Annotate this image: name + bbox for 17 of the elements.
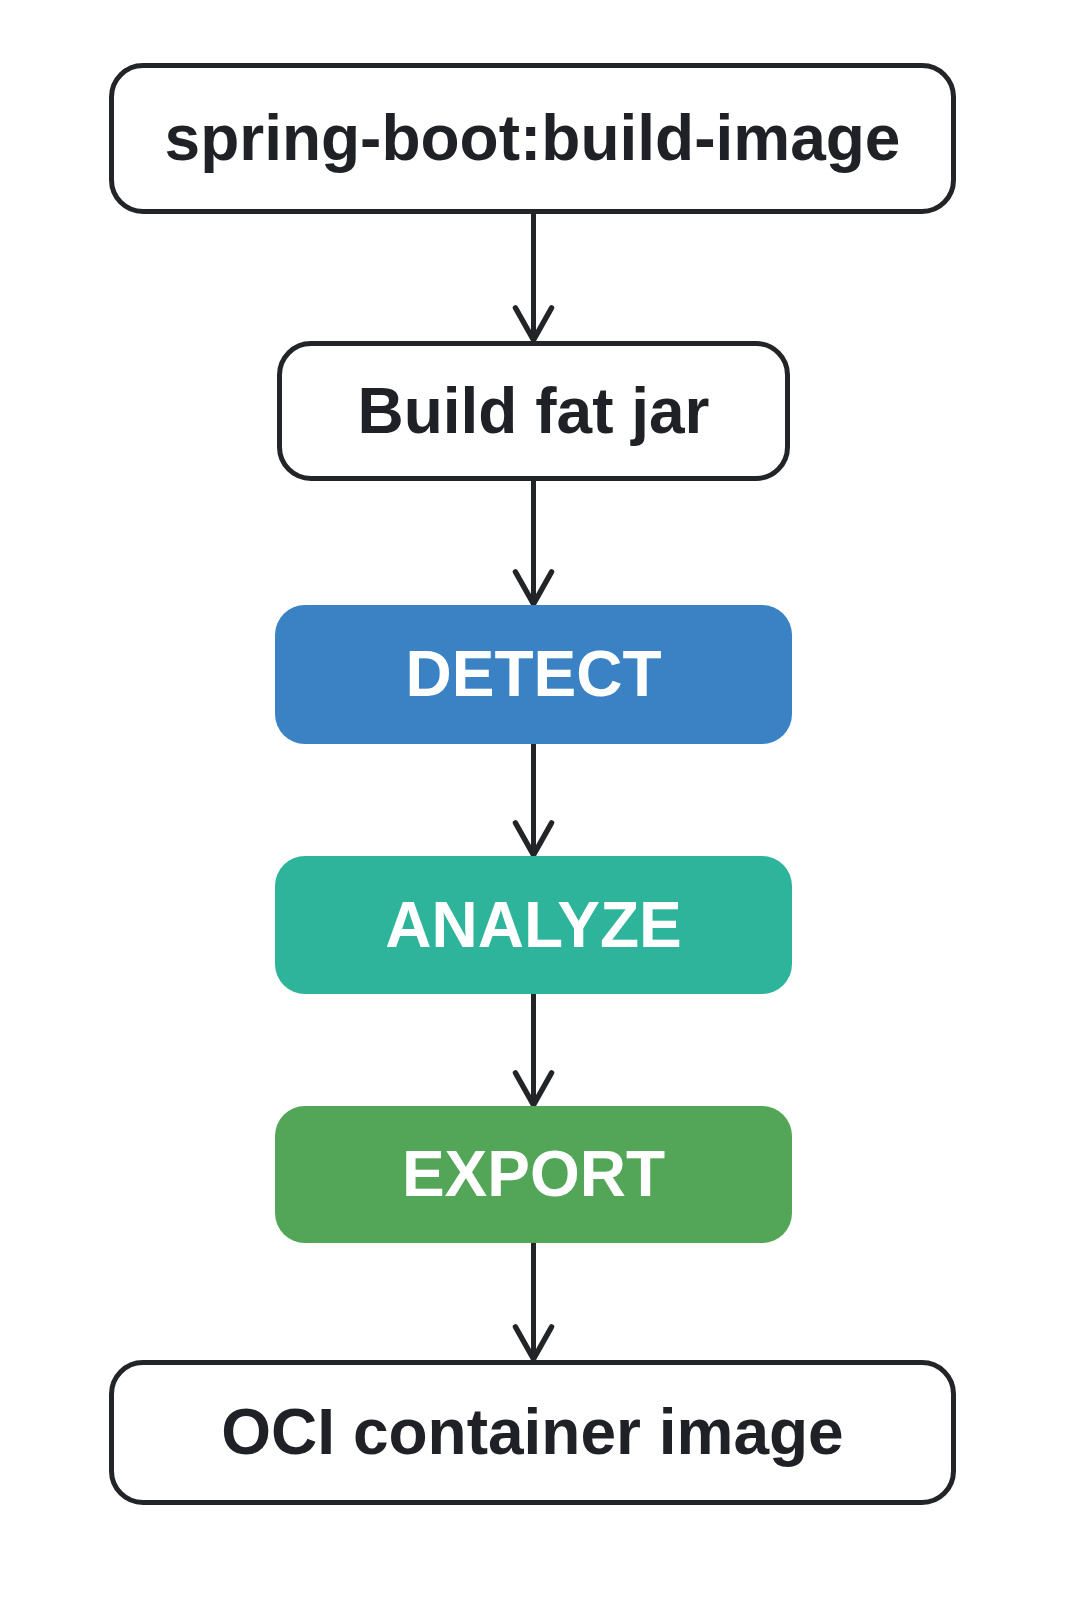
- phase-box: [275, 605, 792, 744]
- step-label: Build fat jar: [357, 375, 710, 447]
- arrow: [512, 744, 555, 858]
- step-label: EXPORT: [401, 1139, 666, 1210]
- arrow: [512, 1243, 555, 1362]
- process-box: [109, 63, 956, 214]
- step-label: OCI container image: [221, 1397, 844, 1468]
- step-label: ANALYZE: [385, 889, 682, 961]
- arrow: [512, 214, 555, 343]
- phase-box: [275, 1106, 792, 1243]
- process-box: [109, 1360, 956, 1505]
- arrow: [512, 994, 555, 1108]
- phase-box: [275, 856, 792, 994]
- step-label: spring-boot:build-image: [164, 103, 901, 174]
- process-box: [277, 341, 790, 481]
- arrow: [512, 481, 555, 607]
- step-label: DETECT: [405, 639, 662, 710]
